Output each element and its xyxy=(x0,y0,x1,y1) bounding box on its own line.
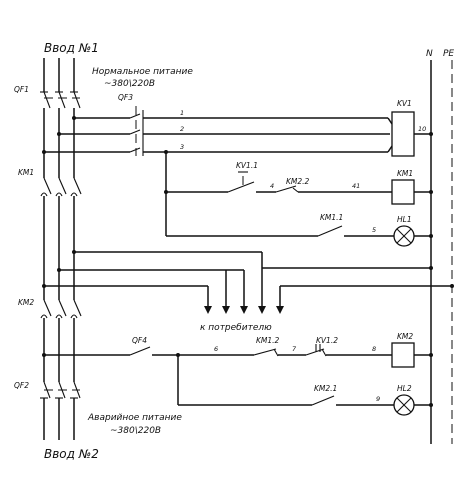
wire-7-label: 7 xyxy=(292,345,297,353)
km1-contactor: KM1 xyxy=(18,168,82,300)
input-1-title: Ввод №1 xyxy=(44,41,99,55)
km1-2-label: KM1.2 xyxy=(256,336,280,345)
wire-6-label: 6 xyxy=(214,345,218,353)
km2-coil-label: KM2 xyxy=(397,332,413,341)
qf3-taps xyxy=(42,116,130,154)
hl2-label: HL2 xyxy=(397,384,412,393)
input-2-title: Ввод №2 xyxy=(44,447,99,461)
wire-10-label: 10 xyxy=(418,125,426,133)
neutral-bus-label: N xyxy=(426,49,433,59)
km2-2-label: KM2.2 xyxy=(286,177,310,186)
km1-coil-label: KM1 xyxy=(397,169,413,178)
consumer-feeders xyxy=(42,250,454,314)
normal-supply-label: Нормальное питание xyxy=(92,67,193,77)
svg-text:KM2: KM2 xyxy=(18,298,34,307)
wire-4-label: 4 xyxy=(270,182,274,190)
wire-3-label: 3 xyxy=(180,143,184,151)
hl1-label: HL1 xyxy=(397,215,412,224)
km1-1-label: KM1.1 xyxy=(320,213,343,222)
km2-contactor: KM2 xyxy=(18,298,82,382)
normal-supply-voltage: ~380\220В xyxy=(104,79,155,89)
wire-5-label: 5 xyxy=(372,226,376,234)
qf3-breaker: QF3 xyxy=(118,93,390,156)
wire-2-label: 2 xyxy=(180,125,184,133)
wire-8-label: 8 xyxy=(372,345,376,353)
qf4-label: QF4 xyxy=(132,336,147,345)
qf1-breaker: QF1 xyxy=(14,85,81,178)
input-1-phases xyxy=(43,58,75,92)
consumer-label: к потребителю xyxy=(200,323,272,333)
kv1-2-label: KV1.2 xyxy=(316,336,338,345)
emergency-supply-voltage: ~380\220В xyxy=(110,426,161,436)
control-circuit xyxy=(164,150,433,247)
svg-text:KV1: KV1 xyxy=(397,99,412,108)
reserve-control-circuit xyxy=(42,342,433,416)
kv1-relay: KV1 xyxy=(387,99,433,157)
svg-text:KM1: KM1 xyxy=(18,168,34,177)
wire-9-label: 9 xyxy=(376,395,380,403)
pe-bus-label: PE xyxy=(443,49,454,59)
svg-text:QF2: QF2 xyxy=(14,381,29,390)
svg-text:QF3: QF3 xyxy=(118,93,133,102)
emergency-supply-label: Аварийное питание xyxy=(87,413,182,423)
svg-text:QF1: QF1 xyxy=(14,85,29,94)
qf2-breaker: QF2 xyxy=(14,381,81,440)
wire-41-label: 41 xyxy=(352,182,360,190)
kv1-1-label: KV1.1 xyxy=(236,161,258,170)
km2-1-label: KM2.1 xyxy=(314,384,337,393)
wire-1-label: 1 xyxy=(180,109,184,117)
